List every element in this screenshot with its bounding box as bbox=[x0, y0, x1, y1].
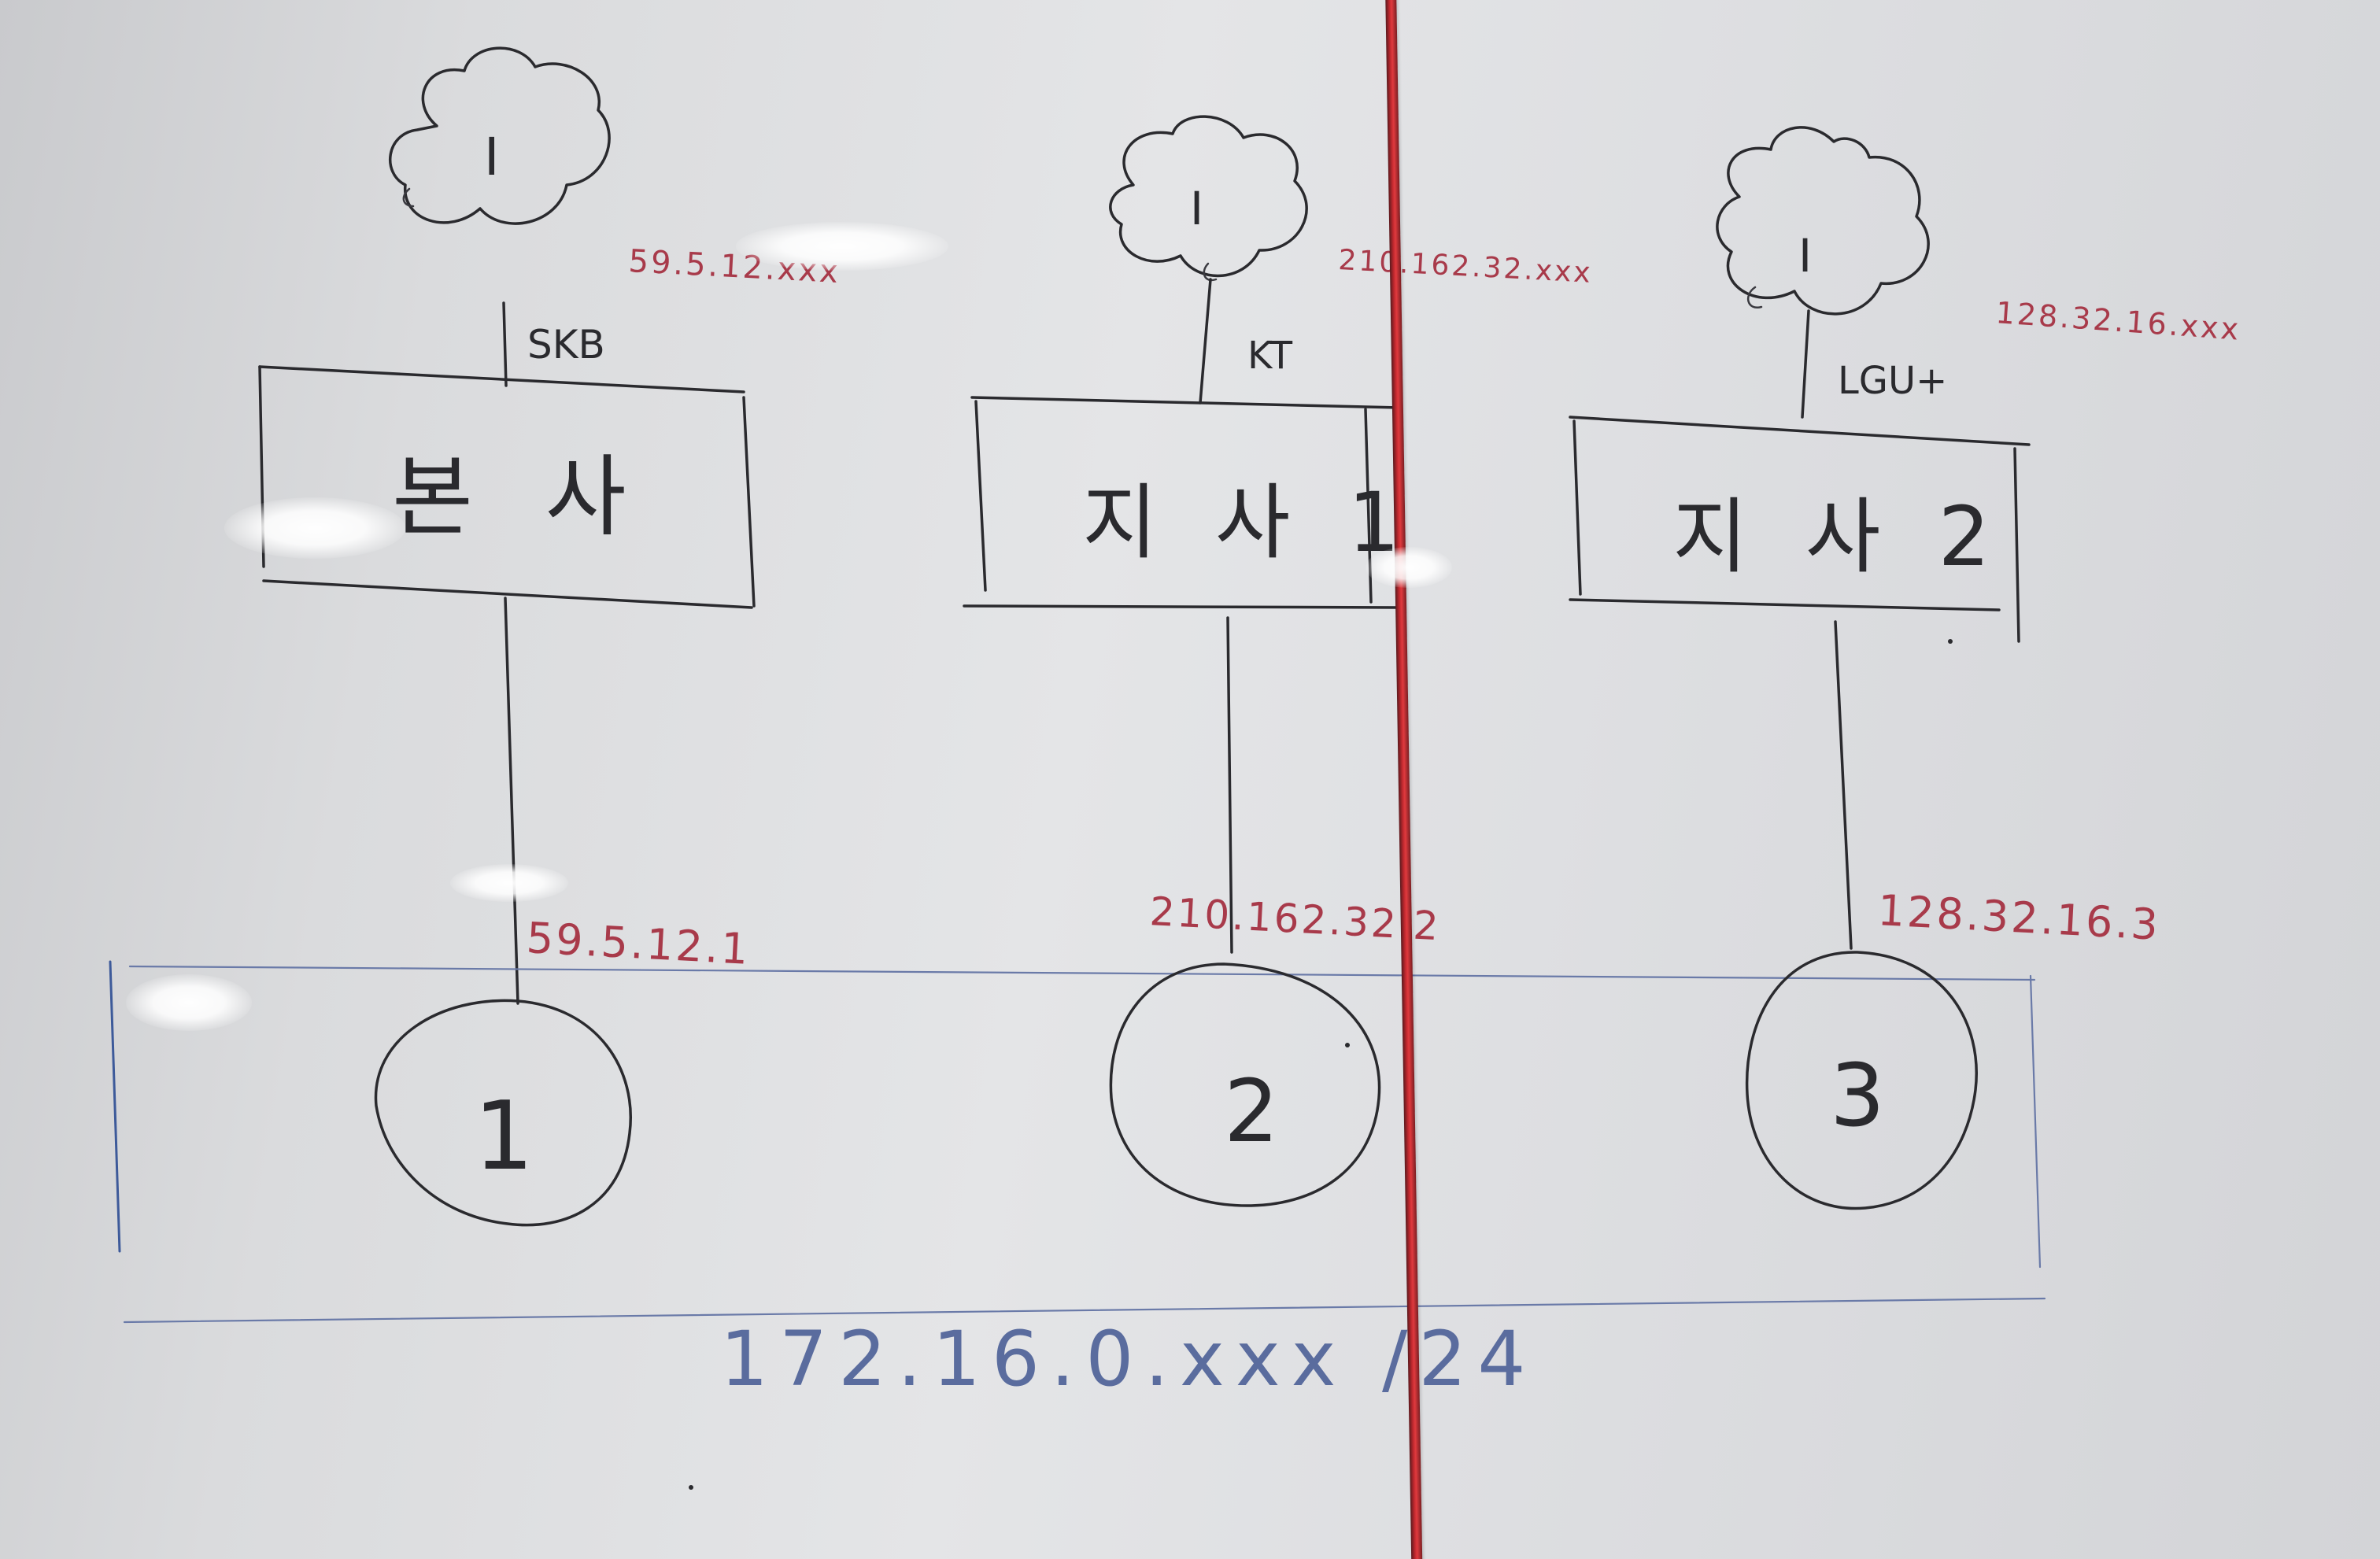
site-label: 지 사 1 bbox=[1082, 475, 1416, 571]
cloud-branch2: I bbox=[1716, 126, 1930, 316]
downlink-branch1 bbox=[1226, 616, 1233, 954]
downlink-branch2 bbox=[1834, 620, 1853, 950]
stray-dot bbox=[1345, 1043, 1350, 1047]
stray-dot bbox=[689, 1485, 693, 1490]
site-label: 지 사 2 bbox=[1672, 489, 2006, 585]
public-ip-branch2: 128.32.16.xxx bbox=[1994, 295, 2241, 347]
cloud-label: I bbox=[1190, 182, 1203, 235]
router-1: 1 bbox=[374, 999, 632, 1227]
link-ip-branch1: 210.162.32.2 bbox=[1148, 888, 1442, 949]
stray-dot bbox=[1948, 639, 1953, 644]
cloud-hq: I bbox=[388, 46, 611, 225]
public-ip-hq: 59.5.12.xxx bbox=[627, 243, 841, 290]
isp-label-hq: SKB bbox=[527, 322, 605, 368]
downlink-hq bbox=[504, 597, 519, 1005]
site-box-branch1: 지 사 1 bbox=[963, 396, 1416, 609]
site-box-branch2: 지 사 2 bbox=[1569, 416, 2031, 643]
router-label: 2 bbox=[1224, 1061, 1279, 1162]
cloud-branch1: I bbox=[1109, 115, 1308, 282]
link-ip-hq: 59.5.12.1 bbox=[525, 913, 752, 974]
uplink-hq bbox=[502, 301, 508, 387]
site-label: 본 사 bbox=[392, 446, 649, 549]
cloud-label: I bbox=[1798, 229, 1812, 283]
isp-label-branch2: LGU+ bbox=[1838, 359, 1947, 403]
subnet-box bbox=[109, 960, 2046, 1324]
router-label: 1 bbox=[474, 1082, 534, 1191]
router-label: 3 bbox=[1830, 1045, 1885, 1146]
link-ip-branch2: 128.32.16.3 bbox=[1876, 885, 2161, 950]
uplink-branch2 bbox=[1801, 309, 1810, 419]
cloud-icon bbox=[1716, 126, 1930, 316]
uplink-branch1 bbox=[1199, 278, 1212, 405]
cloud-icon bbox=[1109, 115, 1308, 278]
site-box-hq: 본 사 bbox=[258, 365, 756, 609]
isp-label-branch1: KT bbox=[1247, 334, 1293, 378]
cloud-icon bbox=[388, 46, 611, 225]
router-2: 2 bbox=[1109, 962, 1381, 1207]
router-3: 3 bbox=[1745, 951, 1978, 1210]
cloud-label: I bbox=[484, 127, 499, 187]
public-ip-branch1: 210.162.32.xxx bbox=[1338, 244, 1594, 290]
subnet-label: 172.16.0.xxx /24 bbox=[720, 1315, 1536, 1403]
